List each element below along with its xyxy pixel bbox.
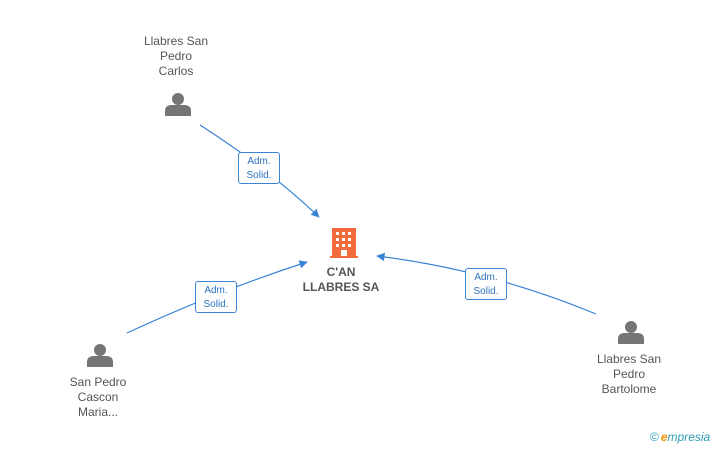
company-name-label[interactable]: C'AN LLABRES SA: [286, 265, 396, 295]
person-name-line: Pedro: [612, 367, 646, 381]
person-name-label[interactable]: San Pedro Cascon Maria...: [33, 375, 163, 420]
role-badge: Adm. Solid.: [238, 152, 280, 184]
role-badge-line: Solid.: [473, 286, 499, 297]
person-name-line: Carlos: [158, 64, 194, 78]
role-badge-line: Solid.: [246, 170, 272, 181]
person-name-label[interactable]: Llabres San Pedro Carlos: [111, 34, 241, 79]
company-name-line: LLABRES SA: [302, 280, 380, 294]
person-icon[interactable]: [87, 344, 113, 367]
person-name-line: San Pedro: [69, 375, 127, 389]
person-icon[interactable]: [165, 93, 191, 116]
role-badge-line: Adm.: [474, 272, 498, 283]
brand-name: mpresia: [667, 430, 711, 444]
person-name-line: Bartolome: [601, 382, 657, 396]
brand-watermark: ©empresia: [650, 430, 710, 444]
person-name-line: Llabres San: [596, 352, 662, 366]
person-name-line: Cascon: [77, 390, 119, 404]
role-badge: Adm. Solid.: [465, 268, 507, 300]
role-badge-line: Solid.: [203, 299, 229, 310]
building-icon[interactable]: [330, 228, 358, 258]
brand-initial: e: [660, 430, 668, 444]
role-badge-line: Adm.: [204, 285, 228, 296]
company-name-line: C'AN: [326, 265, 356, 279]
person-name-label[interactable]: Llabres San Pedro Bartolome: [564, 352, 694, 397]
role-badge-line: Adm.: [247, 156, 271, 167]
person-icon[interactable]: [618, 321, 644, 344]
person-name-line: Llabres San: [143, 34, 209, 48]
person-name-line: Pedro: [159, 49, 193, 63]
copyright-symbol: ©: [650, 430, 659, 444]
person-name-line: Maria...: [77, 405, 118, 419]
role-badge: Adm. Solid.: [195, 281, 237, 313]
